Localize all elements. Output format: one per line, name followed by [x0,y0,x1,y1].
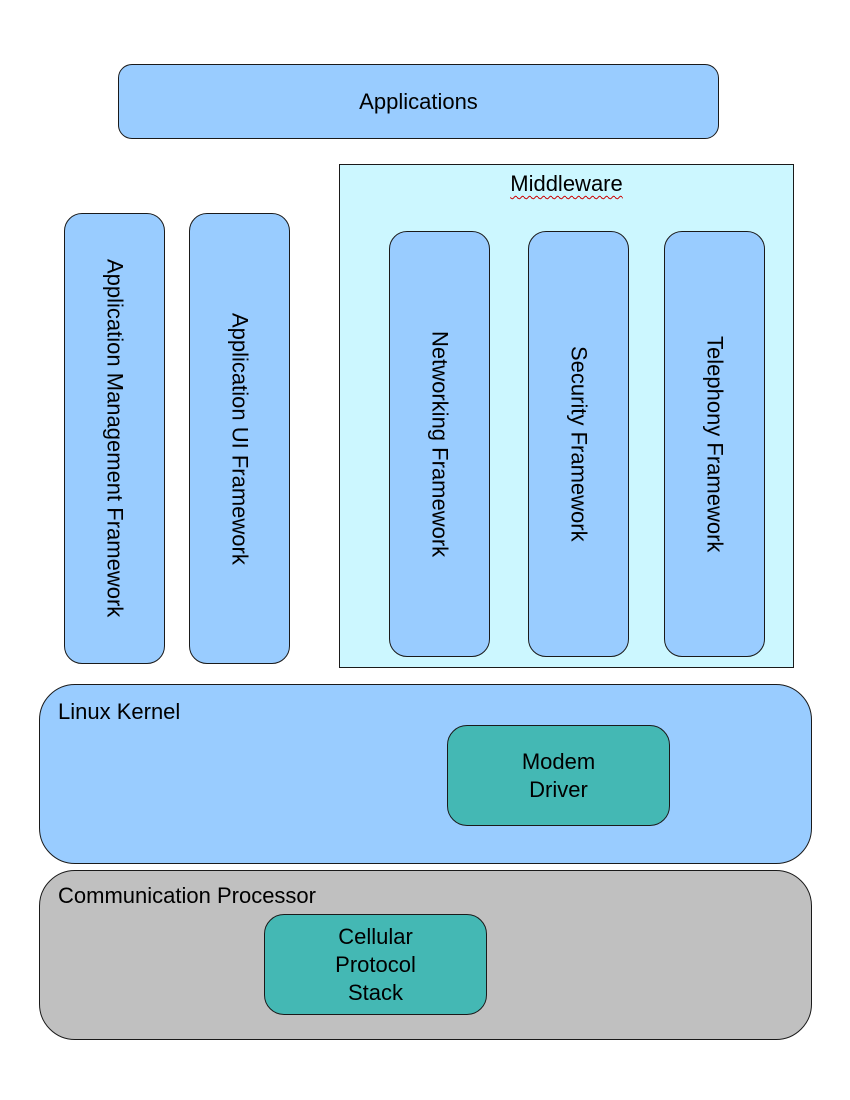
applications-layer: Applications [118,64,719,139]
telephony-framework-label: Telephony Framework [702,335,728,553]
application-management-framework-box: Application Management Framework [64,213,165,664]
linux-kernel-label: Linux Kernel [58,699,181,724]
telephony-framework-box: Telephony Framework [664,231,765,657]
middleware-title: Middleware [340,171,793,197]
communication-processor-label: Communication Processor [58,883,316,908]
application-ui-framework-label: Application UI Framework [227,312,253,565]
networking-framework-box: Networking Framework [389,231,490,657]
modem-driver-line2: Driver [529,776,588,802]
application-ui-framework-box: Application UI Framework [189,213,290,664]
application-management-framework-label: Application Management Framework [102,259,128,618]
middleware-title-text: Middleware [510,171,623,196]
security-framework-box: Security Framework [528,231,629,657]
applications-label: Applications [359,88,478,114]
cellular-stack-line1: Cellular [338,923,413,949]
linux-kernel-layer: Linux Kernel [39,684,812,864]
cellular-protocol-stack-box: Cellular Protocol Stack [264,914,487,1015]
cellular-stack-line3: Stack [347,979,404,1005]
networking-framework-label: Networking Framework [427,330,453,558]
cellular-stack-line2: Protocol [335,951,416,977]
modem-driver-line1: Modem [521,748,596,774]
security-framework-label: Security Framework [566,346,592,542]
modem-driver-box: Modem Driver [447,725,670,826]
